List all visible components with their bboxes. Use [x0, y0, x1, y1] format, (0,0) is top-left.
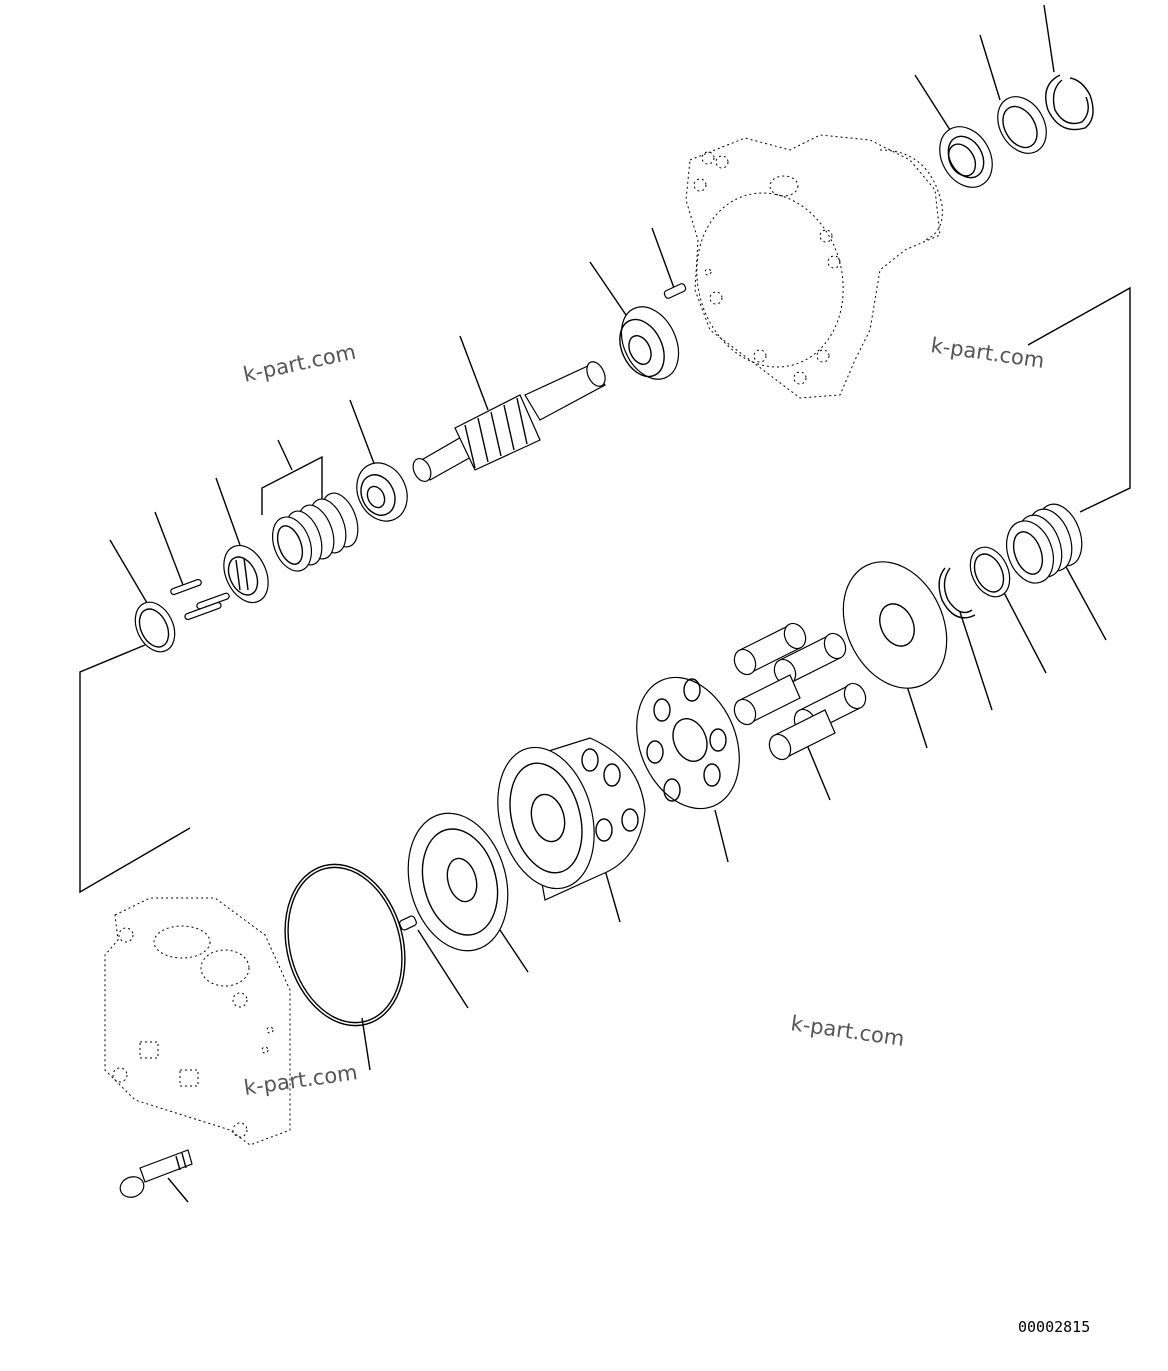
- watermark: k-part.com: [242, 1060, 359, 1100]
- leader-lines: [79, 4, 1131, 1203]
- seal-ring: [997, 96, 1047, 154]
- pin-top: [663, 283, 687, 299]
- snap-ring-right: [938, 567, 976, 619]
- o-ring: [284, 863, 406, 1027]
- drawing-code: 00002815: [1018, 1318, 1090, 1336]
- cylinder-block: [497, 737, 646, 901]
- bearing-rear: [356, 462, 408, 522]
- output-shaft: [412, 361, 606, 482]
- spring-right: [1006, 503, 1083, 584]
- snap-ring-top: [1045, 74, 1094, 131]
- needle-bearing: [223, 544, 269, 604]
- swash-plate: [842, 561, 948, 689]
- seal-ring-right: [969, 546, 1011, 598]
- valve-plate: [407, 812, 509, 952]
- watermark: k-part.com: [789, 1011, 906, 1051]
- oil-seal: [939, 126, 993, 188]
- watermark: k-part.com: [241, 340, 358, 387]
- end-cover: [104, 897, 291, 1146]
- retainer-plate: [636, 676, 740, 810]
- spring-set: [271, 492, 359, 572]
- motor-housing: [685, 134, 943, 399]
- seal-ring-left: [134, 601, 176, 653]
- pin-pair: [170, 578, 230, 621]
- dowel-pin: [399, 915, 417, 931]
- bearing-front: [619, 306, 680, 380]
- pistons: [733, 622, 867, 761]
- cap-screw: [119, 1149, 193, 1198]
- watermark: k-part.com: [929, 333, 1046, 373]
